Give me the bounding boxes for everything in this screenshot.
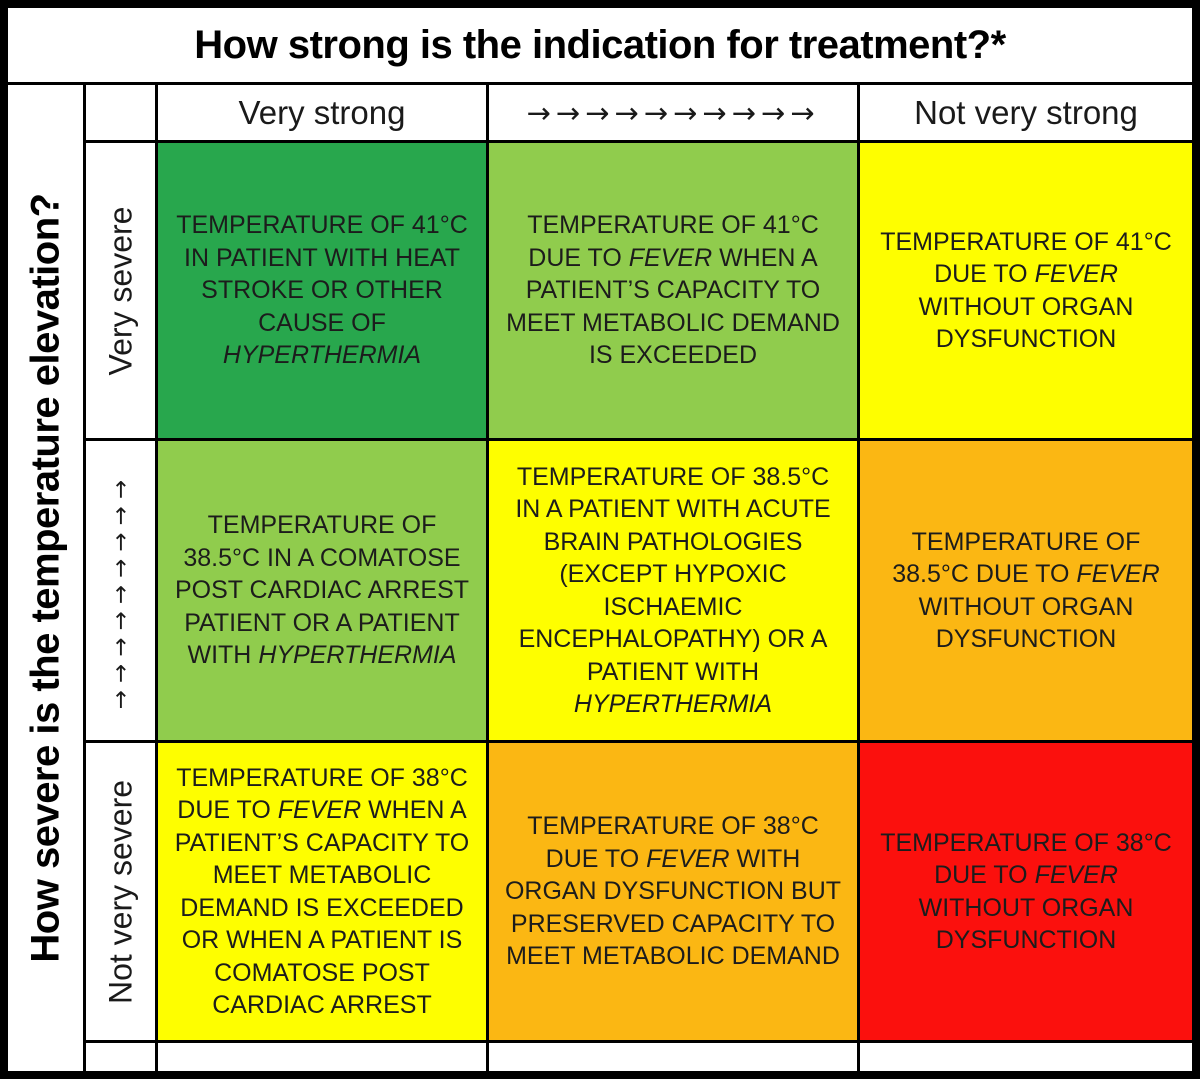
top-axis-title-text: How strong is the indication for treatme… — [194, 22, 1006, 67]
row-header-very-severe-label: Very severe — [102, 206, 138, 375]
matrix-cell-r3c2: TEMPERATURE OF 38°C DUE TO FEVER WITH OR… — [489, 743, 860, 1043]
row-header-not-very-severe: Not very severe — [86, 743, 158, 1043]
matrix-cell-r1c3: TEMPERATURE OF 41°C DUE TO FEVER WITHOUT… — [860, 143, 1192, 441]
top-axis-title: How strong is the indication for treatme… — [8, 8, 1192, 85]
row-header-footer-cell — [86, 1043, 158, 1071]
matrix-cell-r2c1: TEMPERATURE OF 38.5°C IN A COMATOSE POST… — [158, 441, 489, 743]
column-header-very-strong-label: Very strong — [238, 93, 406, 131]
matrix-cell-r2c3: TEMPERATURE OF 38.5°C DUE TO FEVER WITHO… — [860, 441, 1192, 743]
matrix-cell-r3c1: TEMPERATURE OF 38°C DUE TO FEVER WHEN A … — [158, 743, 489, 1043]
matrix-cell-r1c2: TEMPERATURE OF 41°C DUE TO FEVER WHEN A … — [489, 143, 860, 441]
column-header-very-strong: Very strong — [158, 85, 489, 143]
footer-cell-c1 — [158, 1043, 489, 1071]
matrix-cell-r2c2: TEMPERATURE OF 38.5°C IN A PATIENT WITH … — [489, 441, 860, 743]
matrix-cell-r1c1: TEMPERATURE OF 41°C IN PATIENT WITH HEAT… — [158, 143, 489, 441]
column-header-not-very-strong-label: Not very strong — [914, 93, 1138, 131]
column-header-not-very-strong: Not very strong — [860, 85, 1192, 143]
row-header-not-very-severe-label: Not very severe — [102, 779, 138, 1004]
gradient-arrows-vertical-icon: →→→→→→→→→ — [107, 472, 134, 709]
gradient-arrows-horizontal-icon: →→→→→→→→→→ — [526, 95, 820, 130]
left-axis-title-text: How severe is the temperature elevation? — [23, 193, 67, 963]
left-axis-title: How severe is the temperature elevation? — [8, 85, 86, 1071]
row-header-gradient: →→→→→→→→→ — [86, 441, 158, 743]
corner-cell — [86, 85, 158, 143]
row-header-very-severe: Very severe — [86, 143, 158, 441]
matrix-grid: How severe is the temperature elevation?… — [8, 85, 1192, 1071]
footer-cell-c2 — [489, 1043, 860, 1071]
column-header-gradient: →→→→→→→→→→ — [489, 85, 860, 143]
footer-cell-c3 — [860, 1043, 1192, 1071]
matrix-cell-r3c3: TEMPERATURE OF 38°C DUE TO FEVER WITHOUT… — [860, 743, 1192, 1043]
